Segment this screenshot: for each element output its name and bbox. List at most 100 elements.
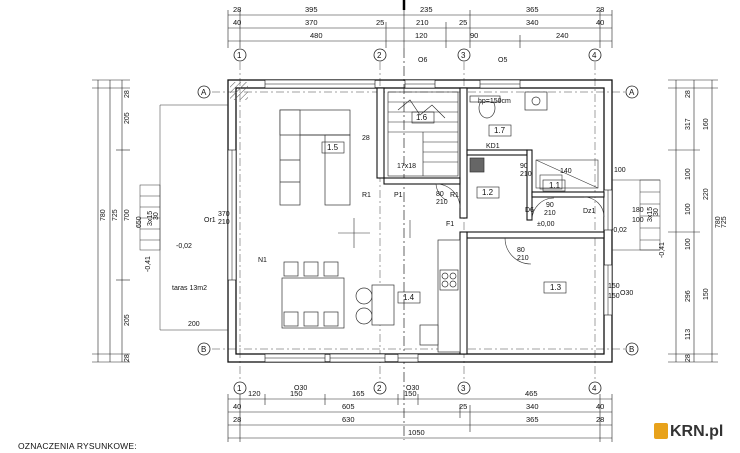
right-mid-150: 150 (703, 288, 710, 300)
top-dim-1: 28 (233, 5, 241, 14)
room-1-4: 1.4 (403, 293, 415, 302)
bathroom-fixtures (469, 91, 548, 173)
axis-col-2-top: 2 (377, 51, 382, 60)
f1-label: F1 (446, 221, 454, 228)
right-dim-28: 28 (685, 90, 692, 98)
stairs-label-2: 28 (362, 135, 370, 142)
right-dimensions (668, 79, 718, 363)
room-1-4-box (397, 291, 421, 304)
d8-dim-h: 210 (436, 199, 448, 206)
left-dim-650: 650 (136, 216, 143, 228)
axis-col-1-top: 1 (237, 51, 242, 60)
axis-row-a-right: A (629, 88, 635, 97)
top-dimensions (227, 10, 613, 48)
left-dim-28: 28 (124, 90, 131, 98)
entry-steps (612, 179, 661, 251)
bottom-dim-r2-605: 605 (342, 402, 355, 411)
room-1-3: 1.3 (550, 283, 562, 292)
s150-h: 150 (608, 293, 620, 300)
left-dim-205-bottom: 205 (124, 314, 131, 326)
stairs-label: 17x18 (397, 163, 416, 170)
or1-dim-w: 370 (218, 211, 230, 218)
d6-dim-w: 90 (546, 202, 554, 209)
top-dim-r3-3: 90 (470, 31, 478, 40)
left-window-3x15: 3x15 (147, 211, 154, 226)
right-dim-100c: 100 (685, 238, 692, 250)
p1-label: P1 (394, 192, 403, 199)
window-o30-2: O30 (406, 385, 419, 392)
bottom-dim-165: 165 (352, 389, 365, 398)
bottom-dim-r3-28: 28 (233, 415, 241, 424)
top-dim-r3-2: 120 (415, 31, 428, 40)
right-window-3x15: 3x15 (647, 207, 654, 222)
bottom-dim-r3-28b: 28 (596, 415, 604, 424)
axis-col-4-bottom: 4 (592, 384, 597, 393)
window-lines (231, 83, 609, 359)
room-1-6: 1.6 (416, 113, 428, 122)
right-window-30: 30 (653, 208, 660, 216)
bottom-dim-150b: 150 (404, 389, 417, 398)
step-dim-100: 100 (614, 167, 626, 174)
r1-label-left: R1 (362, 192, 371, 199)
bottom-dim-120: 120 (248, 389, 261, 398)
top-dim-r2-3: 25 (376, 18, 384, 27)
bottom-dim-150a: 150 (290, 389, 303, 398)
room-1-3-box (543, 281, 567, 294)
top-dim-r2-4: 210 (416, 18, 429, 27)
room-1-2: 1.2 (482, 188, 494, 197)
left-dim-780: 780 (100, 209, 107, 221)
top-dim-r3-1: 480 (310, 31, 323, 40)
level-left: -0,02 (176, 243, 192, 250)
right-dim-28-bottom: 28 (685, 354, 692, 362)
d8-dim-w: 80 (436, 191, 444, 198)
d7b-dim-h: 210 (517, 255, 529, 262)
axis-grid (212, 62, 625, 382)
right-dim-780: 780 (715, 216, 722, 228)
right-dim-725: 725 (721, 216, 728, 228)
terrace-dim-200: 200 (188, 321, 200, 328)
top-dim-r2-1: 40 (233, 18, 241, 27)
room-1-7: 1.7 (494, 126, 506, 135)
left-dim-205-top: 205 (124, 112, 131, 124)
top-dim-r2-2: 370 (305, 18, 318, 27)
terrace (139, 104, 228, 331)
top-dim-r2-6: 340 (526, 18, 539, 27)
bottom-dim-r3-630: 630 (342, 415, 355, 424)
corner-hatch (230, 82, 248, 100)
left-dimensions (92, 79, 130, 363)
top-dim-r3-4: 240 (556, 31, 569, 40)
top-dim-4: 365 (526, 5, 539, 14)
axis-col-3-bottom: 3 (461, 384, 466, 393)
right-dim-100b: 100 (685, 203, 692, 215)
window-o6: O6 (418, 57, 427, 64)
top-dim-2: 395 (305, 5, 318, 14)
closet-dim: 140 (560, 168, 572, 175)
axis-col-2-bottom: 2 (377, 384, 382, 393)
legend-heading: OZNACZENIA RYSUNKOWE: (18, 441, 137, 451)
right-dim-113: 113 (685, 329, 692, 340)
room-1-1-box (542, 179, 566, 192)
top-dim-5: 28 (596, 5, 604, 14)
terrace-label: taras 13m2 (172, 285, 207, 292)
d7b-dim-w: 80 (517, 247, 525, 254)
window-o30-3: O30 (620, 290, 633, 297)
hp-label: hp=150cm (478, 98, 511, 105)
s150-w: 150 (608, 283, 620, 290)
top-dim-r2-7: 40 (596, 18, 604, 27)
level-right: -0,02 (611, 227, 627, 234)
room-1-7-box (488, 124, 512, 137)
room-1-5-box (321, 141, 345, 154)
left-level: -0,41 (145, 256, 152, 272)
axis-col-3-top: 3 (461, 51, 466, 60)
bottom-dim-r2-340: 340 (526, 402, 539, 411)
left-dim-28-bottom: 28 (124, 354, 131, 362)
right-dim-296: 296 (685, 290, 692, 302)
right-dim-100a: 100 (685, 168, 692, 180)
axis-bubbles-top (197, 48, 639, 395)
axis-row-a-left: A (201, 88, 207, 97)
d7-dim-h: 210 (520, 171, 532, 178)
right-mid-220: 220 (703, 188, 710, 200)
s180-w: 180 (632, 207, 644, 214)
d7-dim-w: 90 (520, 163, 528, 170)
